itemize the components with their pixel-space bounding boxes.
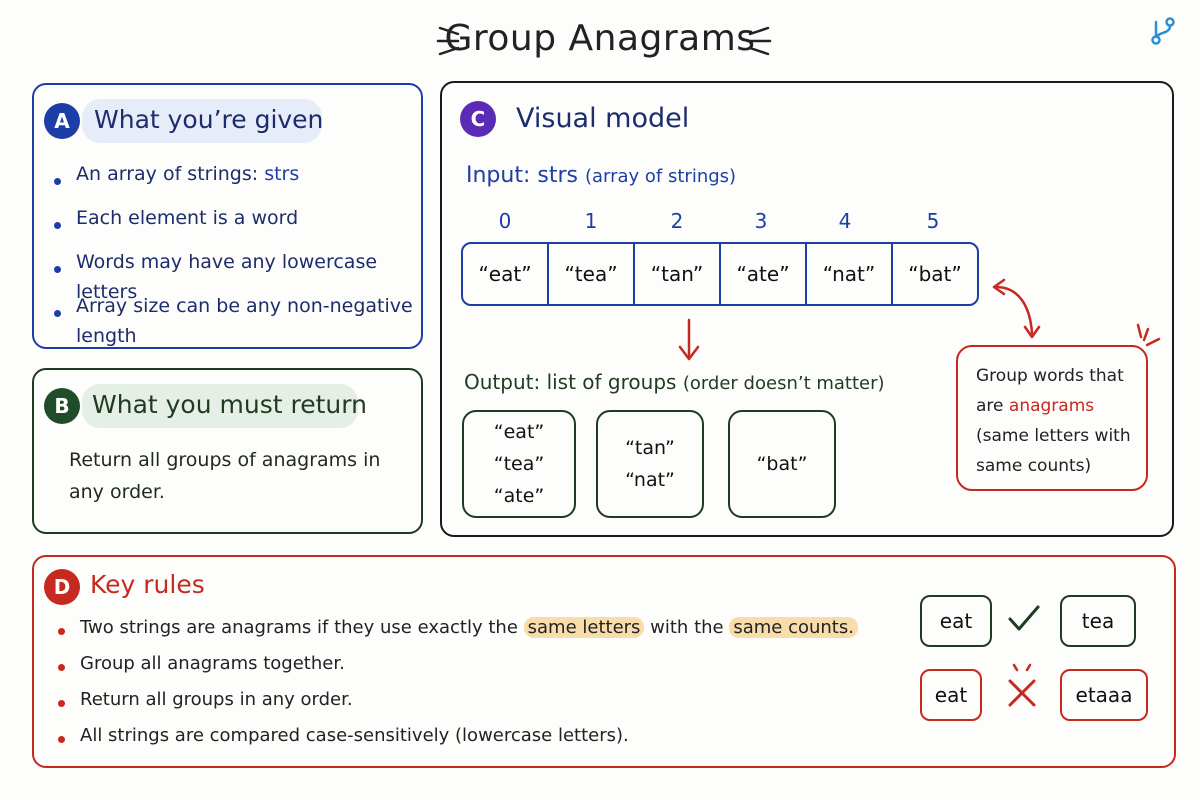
array-index: 3 xyxy=(754,209,768,233)
input-sublabel: (array of strings) xyxy=(584,166,737,187)
array-cell: “eat” xyxy=(478,262,532,286)
group-word: “ate” xyxy=(493,485,545,507)
output-label: Output: list of groups (order doesn’t ma… xyxy=(464,370,885,394)
panel-c-heading: Visual model xyxy=(516,103,690,134)
array-index: 2 xyxy=(670,209,684,233)
group-word: “eat” xyxy=(493,421,545,443)
right-sparkle-icon xyxy=(748,26,772,56)
index-row: 0 1 2 3 4 5 xyxy=(462,209,978,233)
output-sublabel: (order doesn’t matter) xyxy=(682,373,885,394)
git-branch-icon[interactable] xyxy=(1148,16,1178,46)
array-cell: “nat” xyxy=(805,244,891,304)
array-cell: “tan” xyxy=(633,244,719,304)
output-group: “tan” “nat” xyxy=(596,410,704,518)
list-item: All strings are compared case-sensitivel… xyxy=(58,721,858,757)
array-cell: “bat” xyxy=(891,244,977,304)
array-index: 0 xyxy=(498,209,512,233)
output-group: “bat” xyxy=(728,410,836,518)
group-word: “bat” xyxy=(756,453,808,475)
checkmark-icon xyxy=(1008,605,1040,631)
output-group: “eat” “tea” “ate” xyxy=(462,410,576,518)
badge-d: D xyxy=(44,569,80,605)
curved-double-arrow-icon xyxy=(992,278,1041,339)
array-cell: “ate” xyxy=(719,244,805,304)
example-word: eat xyxy=(920,669,982,721)
anagrams-keyword: anagrams xyxy=(1008,396,1095,416)
return-description: Return all groups of anagrams in any ord… xyxy=(69,449,381,503)
array-index: 4 xyxy=(838,209,852,233)
panel-key-rules: D Key rules Two strings are anagrams if … xyxy=(32,555,1176,768)
list-item: An array of strings: strs xyxy=(54,159,421,203)
highlight-same-letters: same letters xyxy=(523,617,645,638)
input-label: Input: strs (array of strings) xyxy=(466,163,737,188)
anagram-note: Group words that are anagrams (same lett… xyxy=(956,345,1148,491)
panel-what-you-must-return: B What you must return Return all groups… xyxy=(32,368,423,534)
group-word: “tea” xyxy=(493,453,545,475)
example-word: etaaa xyxy=(1060,669,1148,721)
left-sparkle-icon xyxy=(436,26,460,56)
example-word: eat xyxy=(920,595,992,647)
cross-icon xyxy=(1008,663,1036,707)
list-item: Two strings are anagrams if they use exa… xyxy=(58,613,858,649)
highlight-same-counts: same counts. xyxy=(729,617,858,638)
input-array: “eat” “tea” “tan” “ate” “nat” “bat” xyxy=(461,242,979,306)
list-item: Return all groups in any order. xyxy=(58,685,858,721)
badge-a: A xyxy=(44,103,80,139)
panel-visual-model: C Visual model Input: strs (array of str… xyxy=(440,81,1174,537)
panel-a-heading: What you’re given xyxy=(94,105,324,134)
list-item: Each element is a word xyxy=(54,203,421,247)
badge-c: C xyxy=(460,101,496,137)
array-cell: “tea” xyxy=(547,244,633,304)
array-index: 5 xyxy=(926,209,940,233)
badge-b: B xyxy=(44,388,80,424)
group-word: “nat” xyxy=(625,469,675,491)
list-item: Words may have any lowercase letters xyxy=(54,247,421,303)
strs-keyword: strs xyxy=(264,163,300,185)
panel-d-heading: Key rules xyxy=(90,570,205,599)
panel-b-heading: What you must return xyxy=(92,390,367,419)
group-word: “tan” xyxy=(625,437,675,459)
list-item: Array size can be any non-negative lengt… xyxy=(54,291,421,347)
heading-highlight xyxy=(82,384,358,428)
given-list: An array of strings: strs Each element i… xyxy=(54,159,421,347)
example-word: tea xyxy=(1060,595,1136,647)
down-arrow-icon xyxy=(678,318,700,361)
rules-list: Two strings are anagrams if they use exa… xyxy=(58,613,858,757)
heading-highlight xyxy=(82,99,322,143)
panel-what-youre-given: A What you’re given An array of strings:… xyxy=(32,83,423,349)
array-index: 1 xyxy=(584,209,598,233)
note-sparkle-icon xyxy=(1136,323,1161,347)
page-title: Group Anagrams xyxy=(444,18,756,59)
list-item: Group all anagrams together. xyxy=(58,649,858,685)
